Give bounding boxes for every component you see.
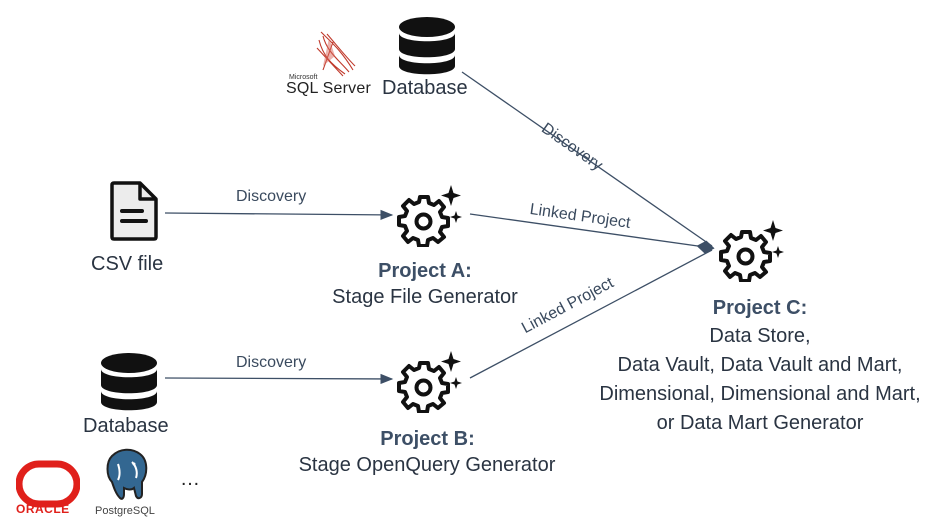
project-b-subtitle: Stage OpenQuery Generator [298, 454, 556, 476]
database-top-icon [398, 16, 456, 81]
edge-label-db-to-b: Discovery [236, 354, 307, 371]
project-a-gear-icon [396, 183, 466, 252]
project-c-line: Dimensional, Dimensional and Mart, [599, 383, 921, 405]
sql-server-logo [283, 30, 375, 102]
more-sources-ellipsis: … [180, 468, 200, 490]
project-a-title: Project A: [378, 260, 472, 282]
database-bottom-label: Database [83, 415, 169, 437]
project-c-line: Data Vault, Data Vault and Mart, [617, 354, 903, 376]
sql-server-logo-icon [316, 31, 356, 77]
database-top-label: Database [382, 77, 468, 99]
edge-sql-to-c [461, 71, 713, 247]
oracle-logo-icon [15, 460, 81, 523]
postgres-logo-text: PostgreSQL [95, 505, 155, 517]
csv-file-icon [108, 181, 158, 246]
project-c-description: Data Store, Data Vault, Data Vault and M… [560, 322, 952, 438]
edge-label-csv-to-a: Discovery [236, 188, 307, 205]
project-a-subtitle: Stage File Generator [332, 286, 518, 308]
edge-csv-to-a [164, 209, 394, 221]
project-b-gear-icon [396, 349, 466, 418]
sql-server-logo-top: Microsoft [289, 74, 318, 81]
edge-b-to-c [469, 249, 713, 379]
sql-server-logo-text: SQL Server [286, 80, 371, 97]
csv-file-label: CSV file [91, 253, 164, 275]
oracle-logo-text: ORACLE [16, 502, 70, 516]
edge-a-to-c [469, 213, 715, 254]
project-b-title: Project B: [380, 428, 475, 450]
database-bottom-icon [100, 352, 158, 417]
project-c-title: Project C: [712, 297, 808, 319]
edge-db-to-b [164, 373, 394, 385]
project-c-gear-icon [718, 218, 788, 287]
project-c-line: or Data Mart Generator [656, 412, 864, 434]
project-c-line: Data Store, [709, 325, 811, 347]
postgres-elephant-icon [102, 448, 152, 509]
